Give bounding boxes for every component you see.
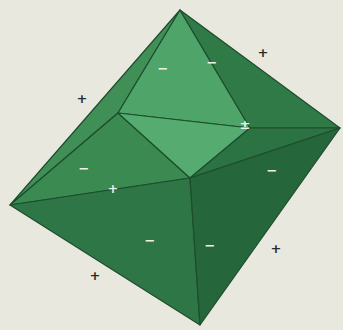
charge-sign: − bbox=[207, 56, 218, 69]
charge-sign: ± bbox=[240, 118, 251, 131]
charge-sign: + bbox=[108, 182, 119, 195]
charge-sign: + bbox=[77, 92, 88, 105]
charge-sign: − bbox=[145, 234, 156, 247]
charge-sign: − bbox=[205, 239, 216, 252]
charge-sign: − bbox=[267, 164, 278, 177]
octahedron-face bbox=[180, 10, 340, 128]
octahedron-face bbox=[190, 128, 340, 325]
charge-sign: + bbox=[90, 269, 101, 282]
charge-sign: − bbox=[158, 62, 169, 75]
charge-sign: + bbox=[258, 46, 269, 59]
charge-sign: − bbox=[79, 162, 90, 175]
octahedron-face bbox=[10, 178, 200, 325]
charge-sign: + bbox=[271, 242, 282, 255]
